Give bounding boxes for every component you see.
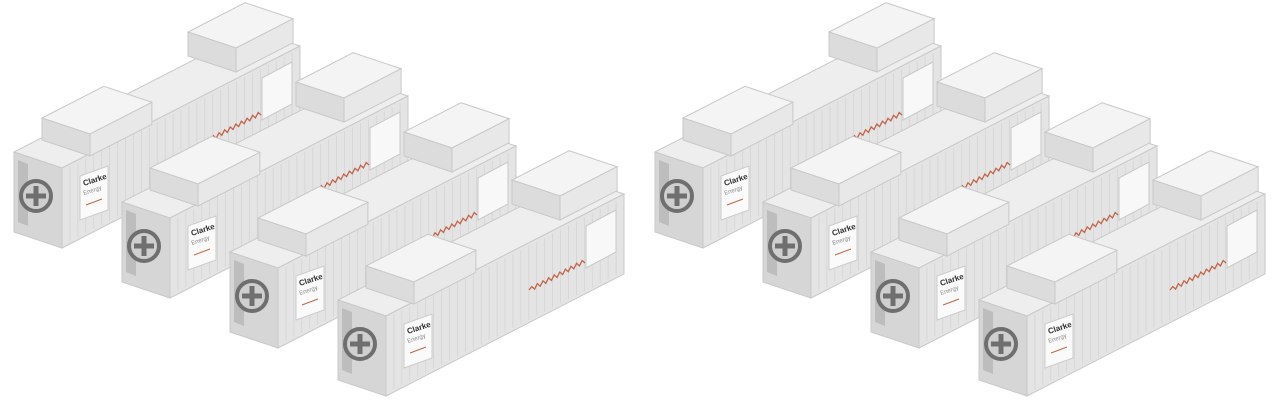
roof-unit-front-end xyxy=(790,167,840,207)
logo-label xyxy=(187,215,217,271)
roof-unit-rear-end xyxy=(295,81,345,123)
access-panel xyxy=(1010,111,1042,171)
logo-underline xyxy=(193,248,211,256)
roof-unit-rear-end xyxy=(828,31,878,73)
logo-label xyxy=(936,265,966,321)
access-panel xyxy=(585,209,617,269)
logo-label xyxy=(720,165,750,221)
cable-icon xyxy=(204,111,262,143)
roof-unit-front-end xyxy=(898,217,948,257)
logo-underline xyxy=(834,248,852,256)
fan-cross-icon xyxy=(350,334,370,354)
cable-icon xyxy=(312,161,370,193)
cable-icon xyxy=(953,161,1011,193)
cable-icon xyxy=(845,111,903,143)
roof-unit-rear-end xyxy=(187,31,237,73)
logo-label xyxy=(828,215,858,271)
fan-cross-icon xyxy=(242,286,262,306)
logo-underline xyxy=(85,198,103,206)
logo-underline xyxy=(301,298,319,306)
access-panel xyxy=(1118,161,1150,221)
roof-unit-rear-end xyxy=(1152,179,1202,221)
cable-icon xyxy=(528,259,586,291)
access-panel xyxy=(477,161,509,221)
logo-label xyxy=(403,313,433,369)
fan-cross-icon xyxy=(991,334,1011,354)
logo-label xyxy=(1044,313,1074,369)
roof-unit-front-end xyxy=(41,117,91,157)
logo-text-energy: Energy xyxy=(299,285,319,297)
roof-unit-rear-end xyxy=(511,179,561,221)
logo-underline xyxy=(409,346,427,354)
logo-label xyxy=(295,265,325,321)
logo-label xyxy=(79,165,109,221)
roof-unit-front-end xyxy=(365,265,415,305)
access-panel xyxy=(369,111,401,171)
roof-unit-front-end xyxy=(682,117,732,157)
logo-text-energy: Energy xyxy=(940,285,960,297)
logo-underline xyxy=(1050,346,1068,354)
logo-text-energy: Energy xyxy=(83,185,103,197)
logo-underline xyxy=(942,298,960,306)
roof-unit-front-end xyxy=(149,167,199,207)
fan-cross-icon xyxy=(883,286,903,306)
logo-text-energy: Energy xyxy=(407,333,427,345)
roof-unit-rear-end xyxy=(1044,131,1094,173)
access-panel xyxy=(902,61,934,121)
roof-unit-front-end xyxy=(1006,265,1056,305)
access-panel xyxy=(1226,209,1258,269)
fan-cross-icon xyxy=(667,186,687,206)
roof-unit-rear-end xyxy=(936,81,986,123)
logo-text-energy: Energy xyxy=(1048,333,1068,345)
fan-cross-icon xyxy=(775,236,795,256)
roof-unit-rear-end xyxy=(403,131,453,173)
cable-icon xyxy=(1169,259,1227,291)
logo-underline xyxy=(726,198,744,206)
access-panel xyxy=(261,61,293,121)
logo-text-energy: Energy xyxy=(724,185,744,197)
fan-cross-icon xyxy=(26,186,46,206)
logo-text-energy: Energy xyxy=(191,235,211,247)
fan-cross-icon xyxy=(134,236,154,256)
logo-text-energy: Energy xyxy=(832,235,852,247)
roof-unit-front-end xyxy=(257,217,307,257)
